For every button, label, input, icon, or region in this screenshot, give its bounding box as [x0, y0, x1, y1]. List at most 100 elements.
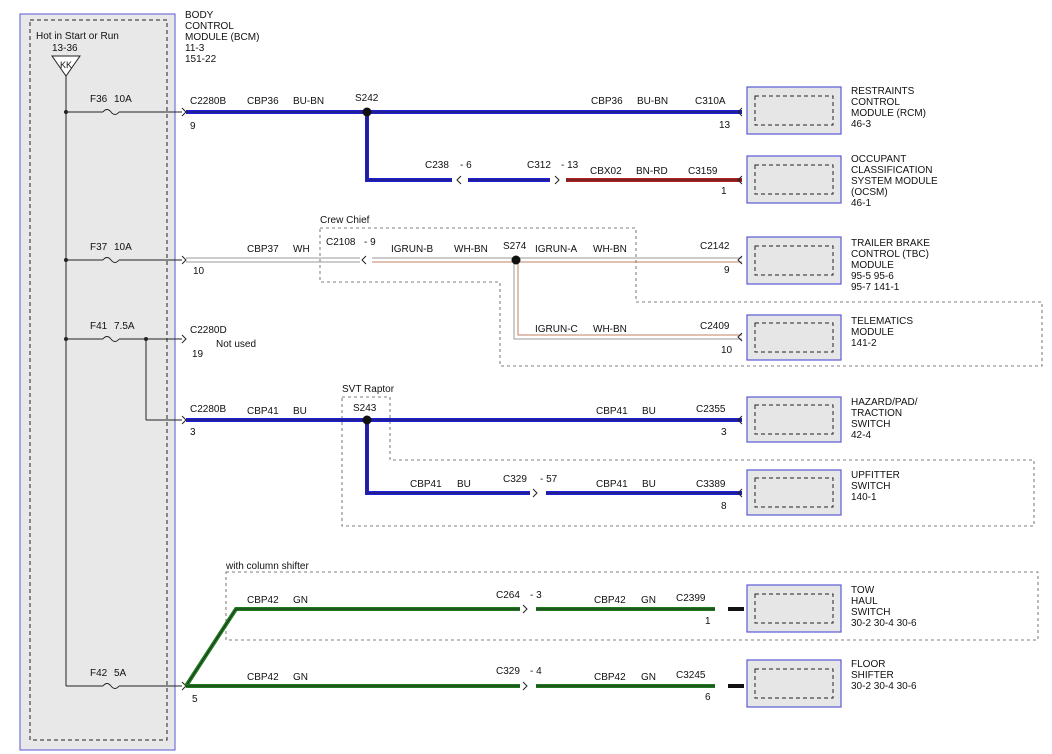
svg-text:95-5 95-6: 95-5 95-6	[851, 271, 894, 282]
wire-label: CBP42	[247, 672, 279, 683]
svg-text:SWITCH: SWITCH	[851, 481, 890, 492]
pin-label: 1	[721, 186, 727, 197]
fuse-rating: 7.5A	[114, 321, 135, 332]
wire-label: CBP42	[594, 595, 626, 606]
power-bus-symbol	[51, 55, 81, 77]
svg-text:141-2: 141-2	[851, 338, 877, 349]
hot-label: Hot in Start or Run	[36, 31, 119, 42]
fuse-f37: F37 10A	[64, 242, 182, 263]
connector-label: C2108	[326, 237, 356, 248]
connector-label: C3389	[696, 479, 726, 490]
bcm-pin-10: 10	[193, 266, 205, 277]
not-used-label: Not used	[216, 339, 256, 350]
wire-color: WH-BN	[593, 324, 627, 335]
fuse-id: F36	[90, 94, 108, 105]
pin-label: - 57	[540, 474, 558, 485]
svg-text:SWITCH: SWITCH	[851, 607, 890, 618]
svg-text:BODY: BODY	[185, 10, 214, 21]
wire-label: CBX02	[590, 166, 622, 177]
fuse-f42: F42 5A	[66, 668, 182, 689]
bcm-pin-3: 3	[190, 427, 196, 438]
svg-text:CONTROL (TBC): CONTROL (TBC)	[851, 249, 929, 260]
svg-text:CONTROL: CONTROL	[851, 97, 900, 108]
wire-label: CBP36	[247, 96, 279, 107]
svg-text:30-2 30-4 30-6: 30-2 30-4 30-6	[851, 681, 917, 692]
pin-label: 6	[705, 692, 711, 703]
splice-s274	[511, 255, 521, 265]
pin-label: 10	[721, 345, 733, 356]
connector-label: C238	[425, 160, 449, 171]
wire-label: CBP41	[410, 479, 442, 490]
svg-text:95-7 141-1: 95-7 141-1	[851, 282, 900, 293]
fuse-id: F37	[90, 242, 108, 253]
fuse-f41: F41 7.5A	[64, 321, 182, 421]
fuse-symbol	[102, 257, 120, 263]
pin-label: - 4	[530, 666, 542, 677]
wire-cbp37	[186, 255, 742, 340]
fuse-symbol	[102, 336, 120, 342]
bcm-connector-c2280d: C2280D	[190, 325, 227, 336]
connector-label: C2399	[676, 593, 706, 604]
pin-label: 8	[721, 501, 727, 512]
module-tbc: TRAILER BRAKE CONTROL (TBC) MODULE 95-5 …	[737, 236, 930, 293]
svg-text:11-3: 11-3	[185, 43, 205, 54]
wire-color: GN	[293, 672, 308, 683]
wire-cbp36	[186, 107, 742, 185]
bcm-pin-5: 5	[192, 694, 198, 705]
connector-label: C3245	[676, 670, 706, 681]
svg-text:TELEMATICS: TELEMATICS	[851, 316, 913, 327]
splice-label: S242	[355, 93, 379, 104]
svg-text:Crew Chief: Crew Chief	[320, 215, 370, 226]
connector-label: C329	[496, 666, 520, 677]
fuse-panel-inner-outline	[29, 19, 168, 741]
fuse-rating: 10A	[114, 94, 132, 105]
svg-text:OCCUPANT: OCCUPANT	[851, 154, 906, 165]
hot-ref: 13-36	[52, 43, 78, 54]
fuse-symbol	[102, 109, 120, 115]
svg-text:CLASSIFICATION: CLASSIFICATION	[851, 165, 933, 176]
svg-text:SWITCH: SWITCH	[851, 419, 890, 430]
module-ocsm: OCCUPANT CLASSIFICATION SYSTEM MODULE (O…	[737, 154, 938, 209]
wire-color: BU	[293, 406, 307, 417]
svg-text:TRAILER BRAKE: TRAILER BRAKE	[851, 238, 930, 249]
svg-text:140-1: 140-1	[851, 492, 877, 503]
wire-color: BU	[457, 479, 471, 490]
svg-text:UPFITTER: UPFITTER	[851, 470, 900, 481]
svg-text:30-2 30-4 30-6: 30-2 30-4 30-6	[851, 618, 917, 629]
fuse-f36: F36 10A	[64, 94, 182, 115]
bcm-pin-9: 9	[190, 121, 196, 132]
wire-label: CBP37	[247, 244, 279, 255]
connector-label: C329	[503, 474, 527, 485]
power-bus-label: KK	[60, 60, 72, 70]
pin-label: 1	[705, 616, 711, 627]
pin-label: - 9	[364, 237, 376, 248]
wire-color: BU	[642, 406, 656, 417]
svg-text:with column shifter: with column shifter	[225, 561, 309, 572]
splice-label: S243	[353, 403, 377, 414]
bcm-connector-c2280b-2: C2280B	[190, 404, 226, 415]
wire-color: WH-BN	[593, 244, 627, 255]
wire-label: CBP42	[247, 595, 279, 606]
svg-text:HAZARD/PAD/: HAZARD/PAD/	[851, 397, 918, 408]
svg-text:FLOOR: FLOOR	[851, 659, 885, 670]
fuse-symbol	[102, 683, 120, 689]
svg-text:HAUL: HAUL	[851, 596, 878, 607]
wire-color: GN	[641, 672, 656, 683]
pin-label: 9	[724, 265, 730, 276]
pin-label: - 3	[530, 590, 542, 601]
svg-text:MODULE: MODULE	[851, 327, 894, 338]
pin-label: 3	[721, 427, 727, 438]
bcm-connector-c2280b: C2280B	[190, 96, 226, 107]
module-telematics: TELEMATICS MODULE 141-2	[737, 314, 913, 361]
splice-label: S274	[503, 241, 527, 252]
connector-label: C312	[527, 160, 551, 171]
bcm-connectors	[181, 107, 187, 691]
connector-label: C310A	[695, 96, 726, 107]
wire-color: GN	[293, 595, 308, 606]
module-floor-shifter: FLOOR SHIFTER 30-2 30-4 30-6	[746, 659, 917, 708]
wire-label: CBP41	[596, 406, 628, 417]
module-rcm: RESTRAINTS CONTROL MODULE (RCM) 46-3	[737, 86, 926, 135]
splice-s242	[362, 107, 372, 117]
svg-text:RESTRAINTS: RESTRAINTS	[851, 86, 915, 97]
